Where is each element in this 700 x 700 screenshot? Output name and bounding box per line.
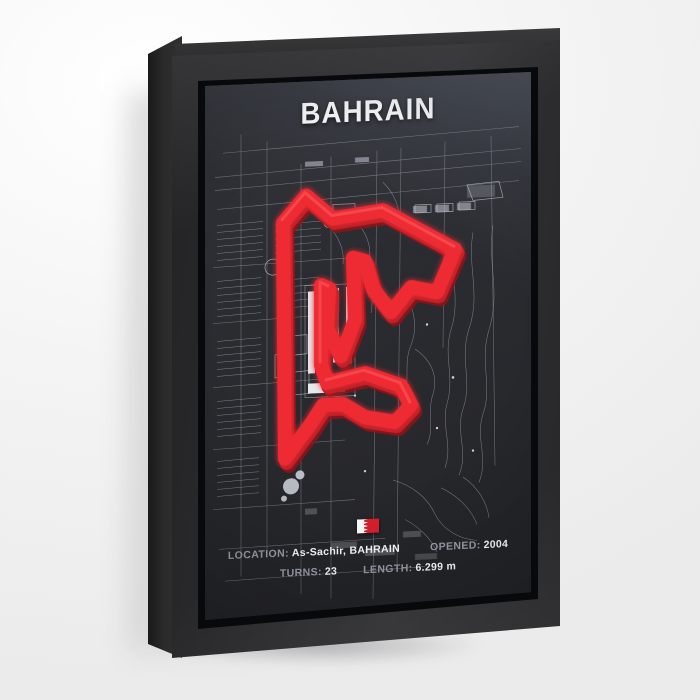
length-field: LENGTH: 6.299 m xyxy=(363,557,456,581)
opened-value: 2004 xyxy=(483,538,509,552)
length-value: 6.299 m xyxy=(415,560,457,574)
poster-print[interactable]: BAHRAIN LOCATION: As-Sachir, BAHRAIN OPE… xyxy=(205,72,531,620)
bahrain-flag-icon xyxy=(357,518,379,534)
turns-field: TURNS: 23 xyxy=(280,562,337,584)
turns-label: TURNS: xyxy=(279,565,322,580)
location-label: LOCATION: xyxy=(227,547,289,563)
circuit-map-graphic xyxy=(205,72,531,620)
turns-value: 23 xyxy=(324,565,338,578)
opened-field: OPENED: 2004 xyxy=(430,535,508,558)
location-value: As-Sachir, BAHRAIN xyxy=(291,542,401,560)
opened-label: OPENED: xyxy=(430,539,481,554)
length-label: LENGTH: xyxy=(363,562,413,577)
poster-artwork: BAHRAIN LOCATION: As-Sachir, BAHRAIN OPE… xyxy=(205,72,531,620)
